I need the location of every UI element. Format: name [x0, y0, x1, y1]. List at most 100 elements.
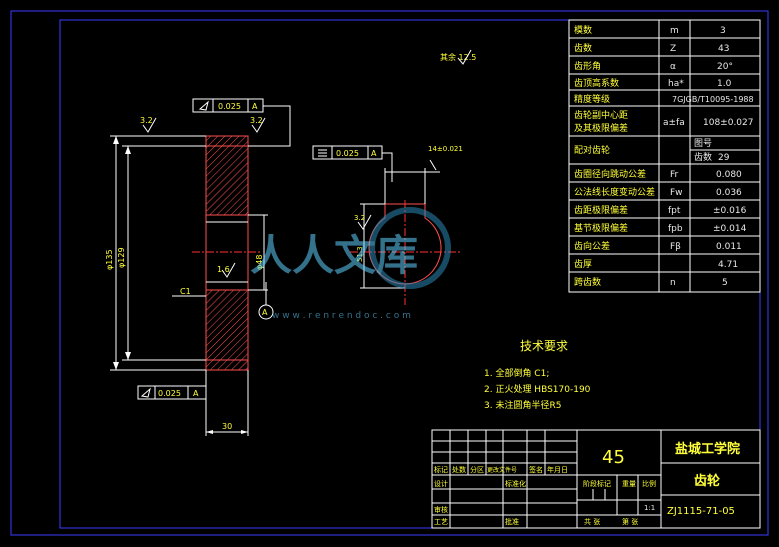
- tb-mark: 标记: [434, 465, 448, 474]
- tol-top-datum: A: [252, 102, 258, 111]
- rim-bottom-hatch: [205, 289, 249, 361]
- param-name-11: 齿向公差: [574, 240, 610, 252]
- tech-req-item-1: 1. 全部倒角 C1;: [484, 367, 549, 379]
- roughness-mid: 1.6: [217, 265, 230, 274]
- param-value-5: 108±0.027: [703, 118, 753, 128]
- param-symbol-11: Fβ: [670, 242, 681, 252]
- tb-sign: 签名: [529, 465, 543, 474]
- roughness-right: 3.2: [250, 116, 263, 125]
- param-symbol-10: fpb: [668, 224, 683, 234]
- dim-bore-diameter: φ48: [255, 255, 264, 270]
- gear-section-view: φ135 φ129 φ48 30 C1 A 3.2 3.2 1.6 0.025: [105, 98, 291, 436]
- tb-stage-mark: 阶段标记: [583, 479, 611, 488]
- param-value-2: 20°: [717, 62, 733, 72]
- tb-design: 设计: [434, 479, 448, 488]
- param-value-7: 0.080: [716, 170, 742, 180]
- watermark: 人人文库 w w w . r e n r e n d o c . c o m: [250, 207, 451, 321]
- parameter-table: 模数 m 3 齿数 Z 43 齿形角 α 20° 齿顶高系数 ha* 1.0 精…: [568, 19, 761, 293]
- tb-standard: 标准化: [505, 479, 526, 488]
- tb-change-no: 更改文件号: [487, 466, 517, 474]
- param-symbol-5: a±fa: [663, 118, 685, 128]
- tol-bottom-value: 0.025: [158, 389, 181, 398]
- param-value-0: 3: [720, 26, 726, 36]
- param-symbol-1: Z: [670, 44, 676, 54]
- param-name-8: 公法线长度变动公差: [574, 186, 655, 198]
- param-name-3: 齿顶高系数: [574, 77, 619, 89]
- param-name-1: 齿数: [574, 42, 592, 54]
- dim-root-diameter: φ129: [117, 247, 126, 268]
- param-name-2: 齿形角: [574, 60, 601, 72]
- tb-school: 盐城工学院: [675, 441, 740, 457]
- technical-requirements: 技术要求 1. 全部倒角 C1; 2. 正火处理 HBS170-190 3. 未…: [484, 339, 591, 411]
- rim-top-hatch: [205, 145, 249, 216]
- outer-frame: [10, 10, 769, 536]
- tooth-bottom: [205, 359, 249, 371]
- dim-width: 30: [222, 422, 232, 431]
- tb-zone: 分区: [470, 465, 484, 474]
- param-name-7: 齿圈径向跳动公差: [574, 168, 646, 180]
- param-value-11: 0.011: [716, 242, 742, 252]
- param-name-5b: 及其极限偏差: [574, 122, 628, 134]
- param-value-6: 图号: [694, 138, 712, 149]
- param-symbol-3: ha*: [668, 79, 684, 89]
- tech-req-title: 技术要求: [520, 339, 568, 353]
- param-symbol-9: fpt: [668, 206, 681, 216]
- param-value-3: 1.0: [717, 79, 732, 89]
- param-name-0: 模数: [574, 24, 592, 36]
- tb-part-name: 齿轮: [694, 473, 720, 489]
- param-name-6: 配对齿轮: [574, 144, 610, 156]
- param-value-1: 43: [718, 44, 729, 54]
- param-symbol-13: n: [670, 278, 676, 288]
- tech-req-item-2: 2. 正火处理 HBS170-190: [484, 383, 591, 395]
- watermark-text: 人人文库: [250, 231, 418, 280]
- param-value-6c: 29: [718, 153, 730, 163]
- keyway-depth-dim: 51.3: [356, 246, 364, 262]
- tol-side-datum: A: [371, 149, 377, 158]
- roughness-rest: 其余 12.5: [440, 52, 476, 62]
- param-name-10: 基节极限偏差: [574, 222, 628, 234]
- roughness-left: 3.2: [140, 116, 153, 125]
- param-symbol-7: Fr: [670, 170, 679, 180]
- chamfer-label: C1: [180, 287, 191, 296]
- tol-bottom-datum: A: [193, 389, 199, 398]
- param-name-9: 齿距极限偏差: [574, 204, 628, 216]
- tb-approve: 批准: [505, 517, 519, 526]
- param-value-10: ±0.014: [713, 224, 747, 234]
- param-symbol-0: m: [670, 26, 679, 36]
- tol-top-value: 0.025: [218, 102, 241, 111]
- param-value-8: 0.036: [716, 188, 742, 198]
- tb-sheets-total: 共 张: [584, 517, 600, 526]
- tb-review: 审核: [434, 505, 448, 514]
- datum-circle-label: A: [262, 308, 268, 317]
- param-symbol-2: α: [670, 62, 676, 72]
- param-value-13: 5: [722, 278, 728, 288]
- param-name-4: 精度等级: [574, 93, 610, 105]
- tb-process: 工艺: [434, 518, 448, 526]
- tb-material: 45: [602, 447, 625, 468]
- tb-date: 年月日: [547, 465, 568, 474]
- param-value-9: ±0.016: [713, 206, 747, 216]
- param-value-6b: 齿数: [694, 151, 712, 163]
- dim-outer-diameter: φ135: [105, 249, 114, 270]
- title-block: 标记 处数 分区 更改文件号 签名 年月日 设计 标准化 审核 工艺 批准 阶段…: [431, 429, 761, 529]
- keyway-width-dim: 14±0.021: [428, 145, 463, 153]
- tb-sheet-no: 第 张: [622, 517, 638, 526]
- tech-req-item-3: 3. 未注圆角半径R5: [484, 399, 561, 411]
- tb-scale-label: 比例: [642, 479, 656, 488]
- tb-weight: 重量: [622, 480, 636, 488]
- tb-count: 处数: [452, 465, 466, 474]
- param-name-5: 齿轮副中心距: [574, 109, 628, 121]
- gear-front-view: 14±0.021 51.3 3.2 0.025 A 其余 12.5: [312, 49, 476, 305]
- watermark-url: w w w . r e n r e n d o c . c o m: [272, 311, 411, 321]
- param-symbol-8: Fw: [670, 188, 683, 198]
- param-name-12: 齿厚: [574, 259, 592, 270]
- param-value-4: 7GJGB/T10095-1988: [672, 95, 754, 104]
- param-name-13: 跨齿数: [574, 276, 601, 288]
- tb-drawing-no: ZJ1115-71-05: [667, 506, 735, 517]
- hub-roughness: 3.2: [354, 214, 365, 222]
- tooth-top: [205, 135, 249, 147]
- tb-scale-value: 1:1: [644, 504, 655, 512]
- param-value-12: 4.71: [718, 260, 738, 270]
- tol-side-value: 0.025: [336, 149, 359, 158]
